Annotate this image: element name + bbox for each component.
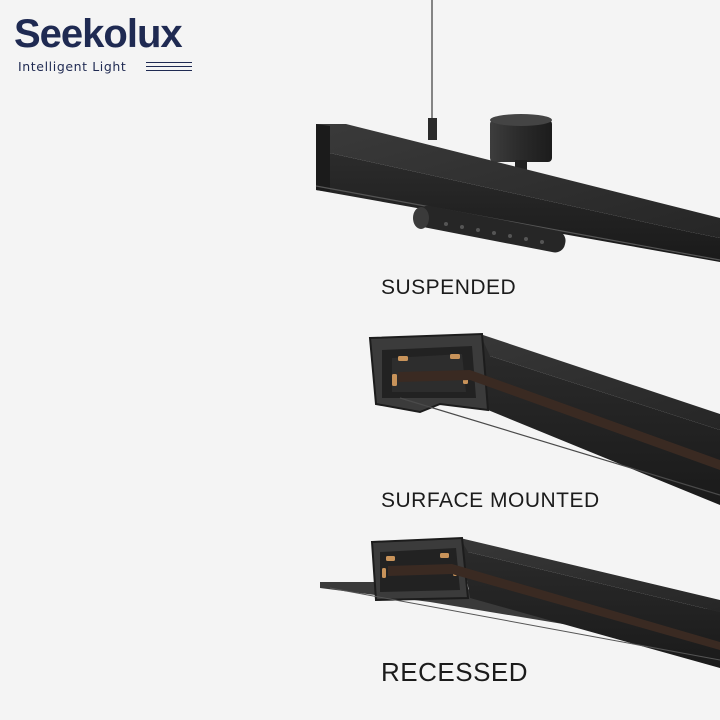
linear-spot-module (417, 205, 566, 253)
suspended-track-body (316, 124, 720, 238)
surface-mounted-track-illustration (368, 332, 720, 505)
label-surface-mounted: SURFACE MOUNTED (381, 489, 600, 512)
brand-logo: Seekolux Intelligent Light (14, 12, 214, 74)
recessed-track-body (460, 538, 720, 668)
cable-gripper (428, 118, 437, 140)
suspended-track-illustration (315, 0, 720, 262)
brand-tagline: Intelligent Light (18, 59, 127, 74)
label-suspended: SUSPENDED (381, 276, 517, 299)
label-recessed: RECESSED (381, 657, 529, 687)
recessed-track-illustration (320, 536, 720, 668)
logo-lines-icon (146, 62, 192, 74)
ceiling-canopy (490, 120, 552, 162)
brand-name: Seekolux (14, 12, 183, 56)
